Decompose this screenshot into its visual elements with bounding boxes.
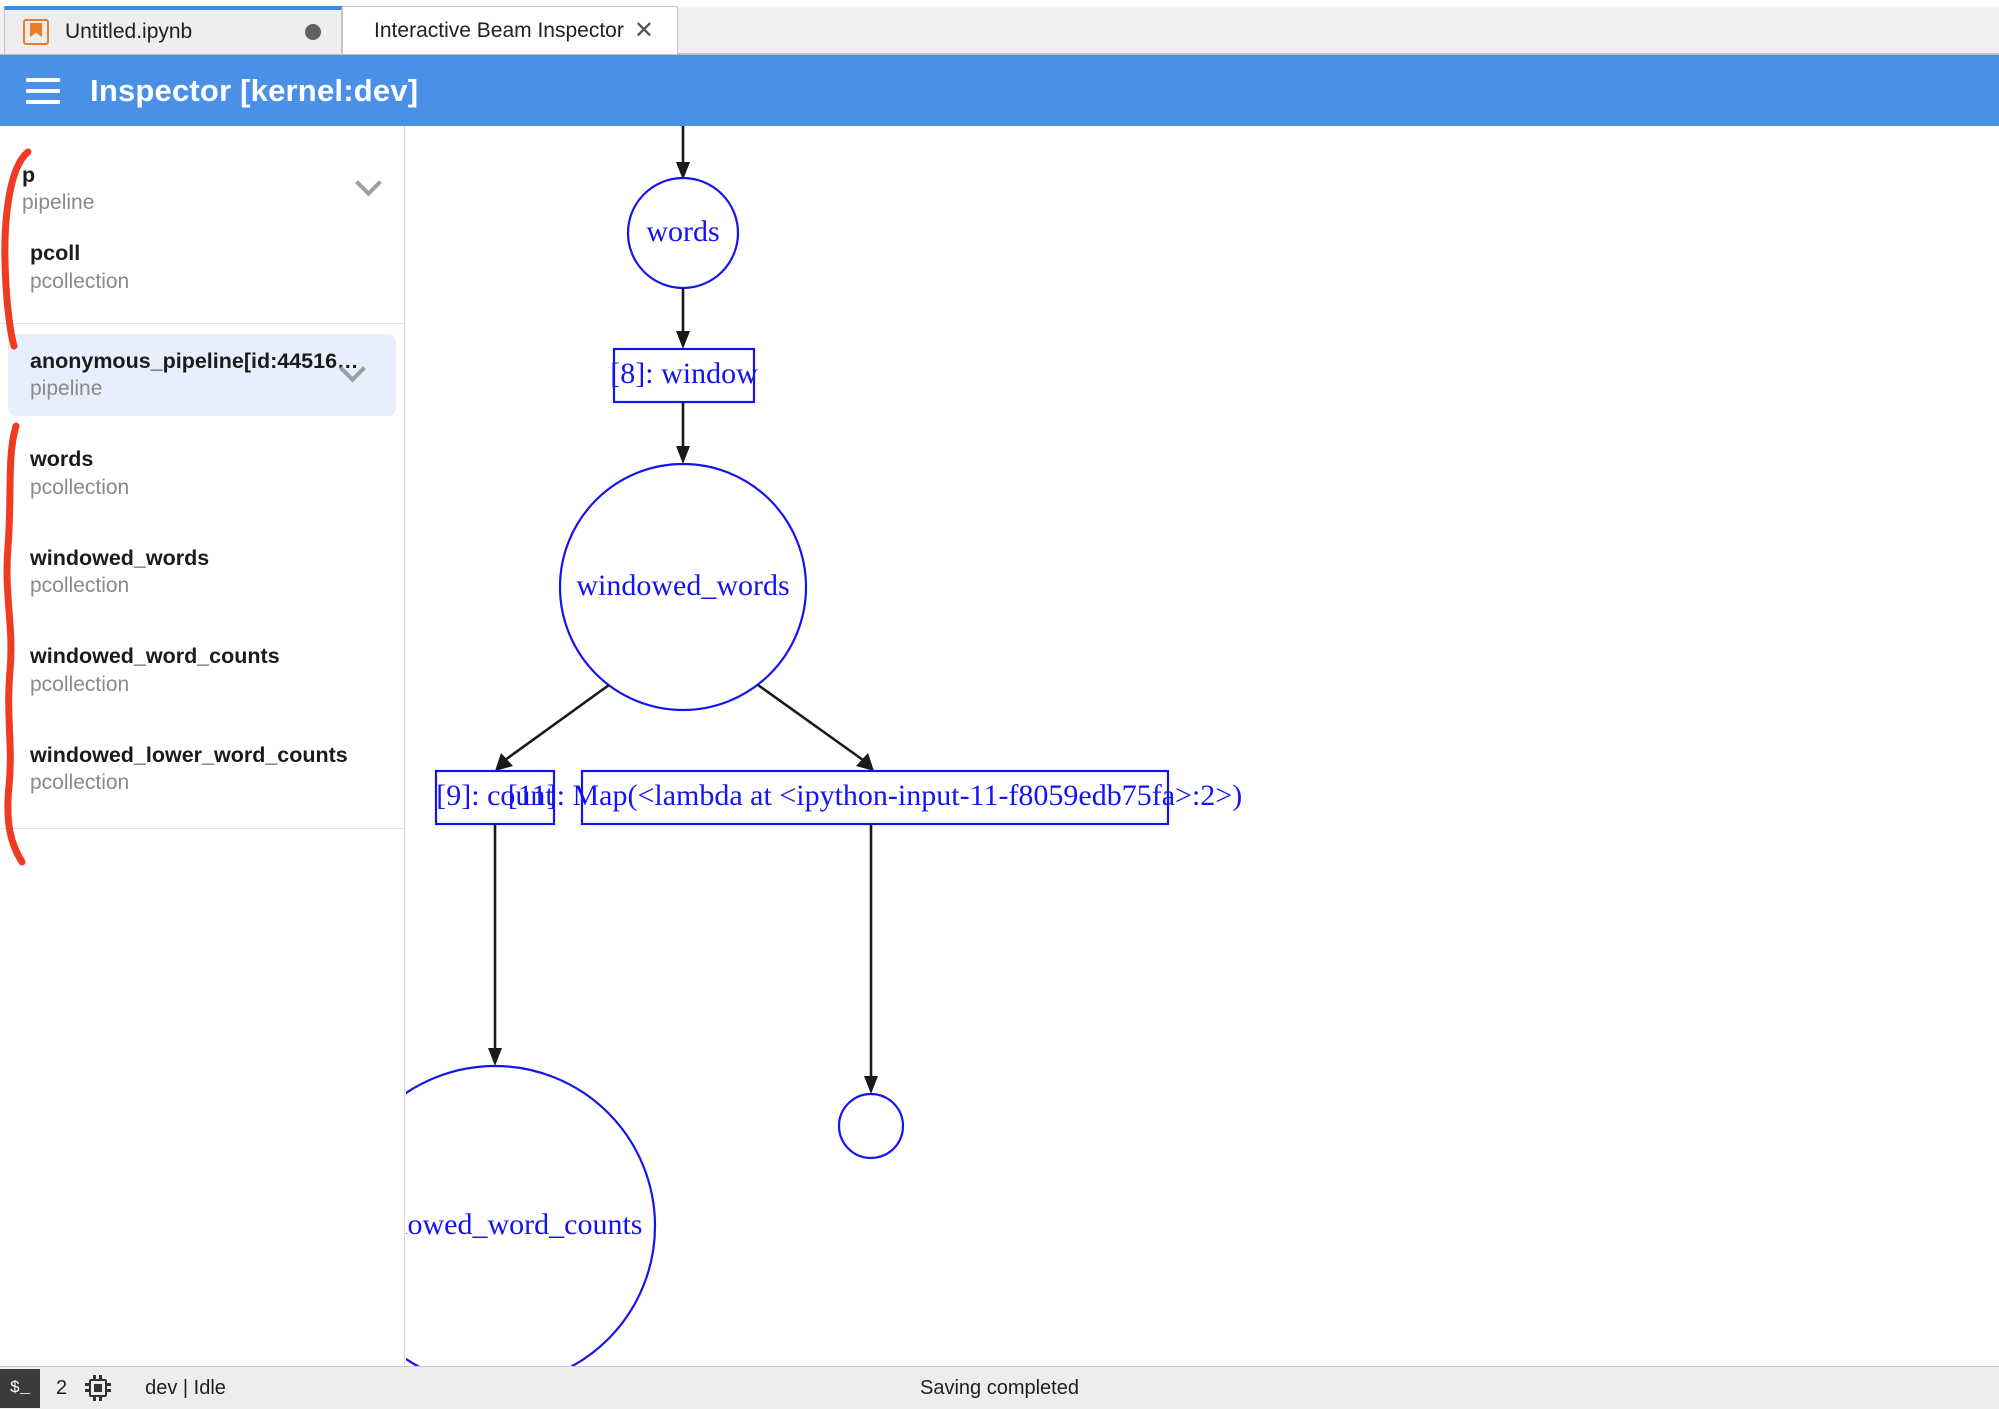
sidebar-group-anonymous-pipeline: anonymous_pipeline[id:44516… pipeline wo…: [0, 324, 404, 830]
tab-label: Untitled.ipynb: [65, 20, 193, 43]
graph-edge-map-unnamed: [864, 824, 878, 1094]
pipeline-graph-svg: words [8]: window windowed_words: [406, 126, 1242, 1366]
graph-node-label: windowed_words: [576, 569, 789, 602]
inspector-header: Inspector [kernel:dev]: [0, 55, 1999, 126]
sidebar-item-name: windowed_words: [30, 545, 210, 570]
sidebar-item-anonymous-pipeline[interactable]: anonymous_pipeline[id:44516… pipeline: [8, 333, 396, 417]
sidebar-item-type: pcollection: [30, 574, 130, 598]
sidebar-item-name: windowed_lower_word_counts: [30, 742, 348, 767]
graph-node-label: [11]: Map(<lambda at <ipython-input-11-f…: [508, 779, 1242, 812]
graph-node-label: [8]: window: [610, 357, 758, 390]
kernel-status[interactable]: dev | Idle: [145, 1376, 226, 1399]
sidebar-item-pcoll[interactable]: pcoll pcollection: [0, 230, 404, 308]
graph-node-words[interactable]: words: [626, 176, 740, 290]
sidebar-item-name: words: [30, 447, 94, 472]
sidebar-item-type: pcollection: [30, 475, 130, 499]
graph-node-windowed-words[interactable]: windowed_words: [558, 462, 808, 712]
graph-node-window[interactable]: [8]: window: [610, 347, 758, 404]
tab-bar-filler: [678, 5, 1999, 54]
tab-bar-topline: [0, 0, 1999, 7]
close-icon[interactable]: ✕: [633, 16, 654, 44]
sidebar-item-windowed-words[interactable]: windowed_words pcollection: [0, 531, 404, 613]
sidebar-item-type: pipeline: [22, 191, 95, 215]
unsaved-dot-icon[interactable]: [305, 24, 321, 40]
terminal-icon[interactable]: $_: [0, 1368, 40, 1408]
hamburger-icon[interactable]: [26, 77, 60, 104]
graph-edge-words-window: [676, 288, 690, 349]
graph-node-map[interactable]: [11]: Map(<lambda at <ipython-input-11-f…: [508, 769, 1242, 826]
saving-status: Saving completed: [920, 1376, 1079, 1399]
sidebar-group-p: p pipeline pcoll pcollection: [0, 126, 404, 324]
sidebar-item-type: pcollection: [30, 771, 130, 795]
graph-edge-windowed-words-map: [757, 683, 874, 771]
graph-edge-windowed-words-count: [495, 683, 610, 771]
graph-node-count[interactable]: [9]: count: [434, 769, 556, 826]
graph-node-label: windowed_word_counts: [406, 1208, 642, 1241]
notebook-icon: [23, 19, 49, 45]
sidebar-item-type: pcollection: [30, 269, 130, 293]
sidebar-item-type: pcollection: [30, 672, 130, 696]
tab-interactive-beam-inspector[interactable]: Interactive Beam Inspector ✕: [342, 6, 678, 54]
status-bar: $_ 2 dev | Idle Saving completed: [0, 1366, 1999, 1409]
graph-node-unnamed[interactable]: [837, 1092, 905, 1160]
graph-edge-count-windowed-word-counts: [488, 824, 502, 1066]
tab-untitled-ipynb[interactable]: Untitled.ipynb: [4, 6, 342, 54]
inspectables-sidebar[interactable]: p pipeline pcoll pcollection anonymous_p…: [0, 126, 405, 1366]
pipeline-graph-canvas[interactable]: words [8]: window windowed_words: [406, 126, 1999, 1366]
sidebar-item-name: pcoll: [30, 241, 81, 266]
graph-node-windowed-word-counts[interactable]: windowed_word_counts: [406, 1064, 657, 1366]
cpu-chip-icon: [85, 1375, 112, 1401]
sidebar-item-p[interactable]: p pipeline: [0, 148, 404, 230]
sidebar-item-type: pipeline: [30, 377, 103, 401]
graph-node-label: [9]: count: [436, 779, 554, 812]
sidebar-item-windowed-word-counts[interactable]: windowed_word_counts pcollection: [0, 629, 404, 711]
sidebar-item-words[interactable]: words pcollection: [0, 432, 404, 514]
graph-node-label: words: [646, 215, 719, 248]
sidebar-item-windowed-lower-word-counts[interactable]: windowed_lower_word_counts pcollection: [0, 728, 404, 810]
page-title: Inspector [kernel:dev]: [90, 72, 419, 108]
graph-edge-input-words: [676, 126, 690, 180]
sidebar-item-name: windowed_word_counts: [30, 644, 280, 669]
sidebar-item-name: p: [22, 163, 36, 187]
graph-edge-window-windowed-words: [676, 402, 690, 464]
tab-bar: Untitled.ipynb Interactive Beam Inspecto…: [0, 0, 1999, 55]
tab-label: Interactive Beam Inspector: [374, 18, 624, 42]
terminal-count: 2: [56, 1376, 68, 1399]
sidebar-item-name: anonymous_pipeline[id:44516…: [30, 348, 356, 373]
